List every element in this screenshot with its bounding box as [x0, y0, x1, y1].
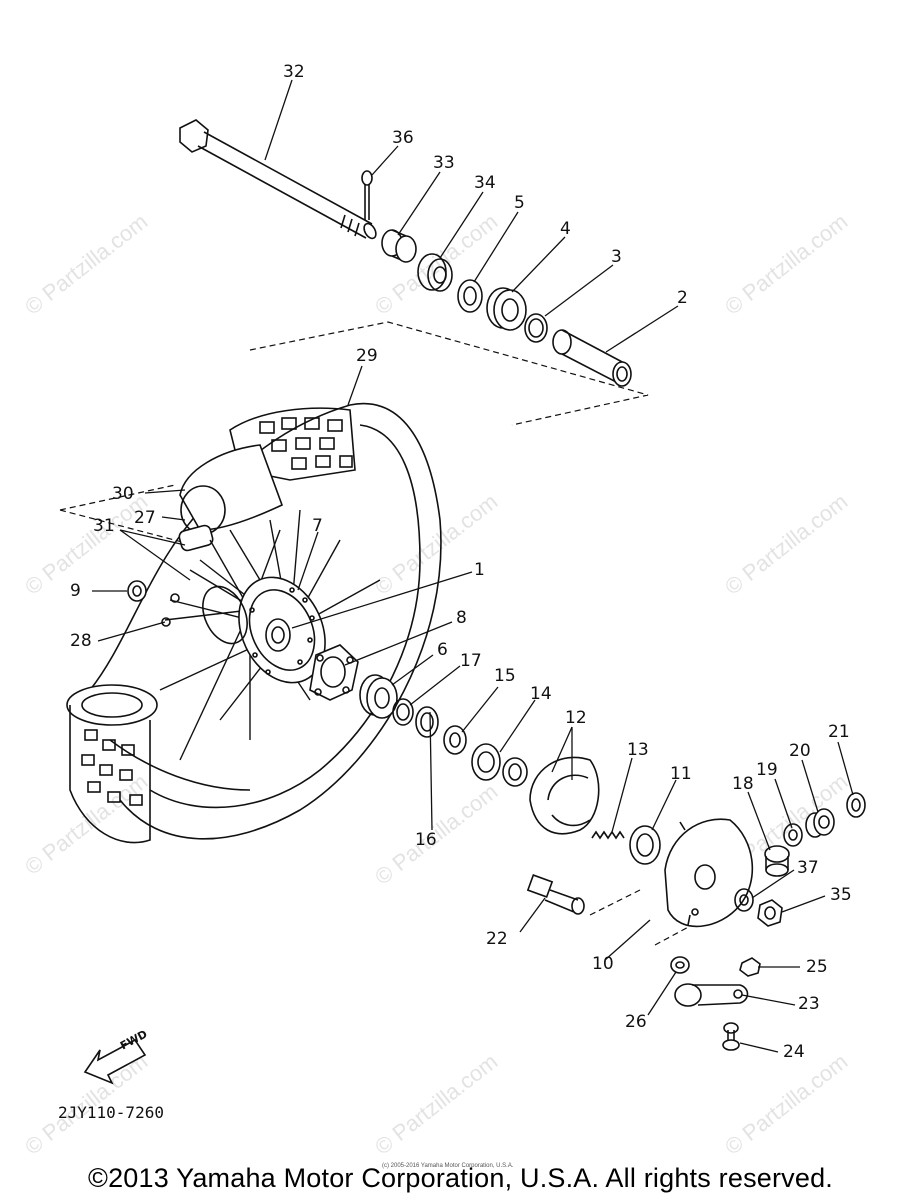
bearing	[486, 287, 527, 331]
part-label-24: 24	[783, 1042, 805, 1062]
oil-seal	[417, 253, 453, 292]
part-label-2: 2	[677, 288, 688, 308]
valve	[178, 524, 214, 552]
part-label-26: 26	[625, 1012, 647, 1032]
part-label-6: 6	[437, 640, 448, 660]
nut	[757, 899, 783, 927]
part-label-9: 9	[70, 581, 81, 601]
washer	[443, 725, 467, 755]
part-label-29: 29	[356, 346, 378, 366]
part-label-8: 8	[456, 608, 467, 628]
part-label-34: 34	[474, 173, 496, 193]
washer	[734, 888, 754, 912]
spacer	[552, 329, 632, 387]
part-label-13: 13	[627, 740, 649, 760]
part-label-18: 18	[732, 774, 754, 794]
part-label-35: 35	[830, 885, 852, 905]
part-label-17: 17	[460, 651, 482, 671]
guide-lines	[59, 321, 721, 946]
axle	[179, 119, 377, 240]
hub	[202, 576, 326, 684]
nut	[739, 957, 761, 977]
hub-plate	[309, 644, 359, 701]
oil-seal	[629, 825, 661, 865]
tire	[66, 402, 442, 844]
bearing	[359, 674, 398, 719]
collar	[381, 229, 417, 263]
part-label-33: 33	[433, 153, 455, 173]
part-label-21: 21	[828, 722, 850, 742]
part-label-30: 30	[112, 484, 134, 504]
diagram-code: 2JY110-7260	[58, 1103, 164, 1122]
gear	[471, 743, 528, 787]
part-label-20: 20	[789, 741, 811, 761]
part-label-37: 37	[797, 858, 819, 878]
part-label-22: 22	[486, 929, 508, 949]
bolt	[805, 808, 835, 838]
part-label-36: 36	[392, 128, 414, 148]
nut	[846, 792, 866, 818]
spring	[591, 830, 625, 840]
cotter-pin	[361, 170, 373, 220]
part-label-25: 25	[806, 957, 828, 977]
tube	[179, 444, 284, 535]
part-label-10: 10	[592, 954, 614, 974]
washer	[783, 823, 803, 847]
part-label-4: 4	[560, 219, 571, 239]
part-label-14: 14	[530, 684, 552, 704]
part-label-3: 3	[611, 247, 622, 267]
part-label-19: 19	[756, 760, 778, 780]
part-label-28: 28	[70, 631, 92, 651]
circlip	[392, 698, 414, 726]
oil-seal	[415, 706, 439, 738]
part-label-5: 5	[514, 193, 525, 213]
camshaft	[526, 874, 585, 915]
circlip	[524, 313, 548, 343]
part-label-23: 23	[798, 994, 820, 1014]
bolt	[722, 1022, 740, 1051]
part-label-7: 7	[312, 516, 323, 536]
part-label-27: 27	[134, 508, 156, 528]
leader-lines	[92, 79, 854, 1053]
copyright-notice: ©2013 Yamaha Motor Corporation, U.S.A. A…	[87, 1163, 834, 1193]
washer	[670, 956, 690, 974]
part-label-12: 12	[565, 708, 587, 728]
part-label-1: 1	[474, 560, 485, 580]
small-copyright: (c) 2005-2016 Yamaha Motor Corporation, …	[382, 1163, 514, 1169]
part-label-15: 15	[494, 666, 516, 686]
part-label-32: 32	[283, 62, 305, 82]
nipple	[127, 580, 147, 602]
fwd-arrow	[83, 1038, 147, 1085]
part-label-11: 11	[670, 764, 692, 784]
bolt	[764, 845, 790, 877]
brake-panel	[664, 818, 754, 928]
brake-shoes	[529, 756, 600, 835]
part-label-16: 16	[415, 830, 437, 850]
cam-lever	[674, 983, 749, 1007]
part-label-31: 31	[93, 516, 115, 536]
spoke-ends	[161, 593, 180, 627]
bearing	[457, 279, 483, 313]
